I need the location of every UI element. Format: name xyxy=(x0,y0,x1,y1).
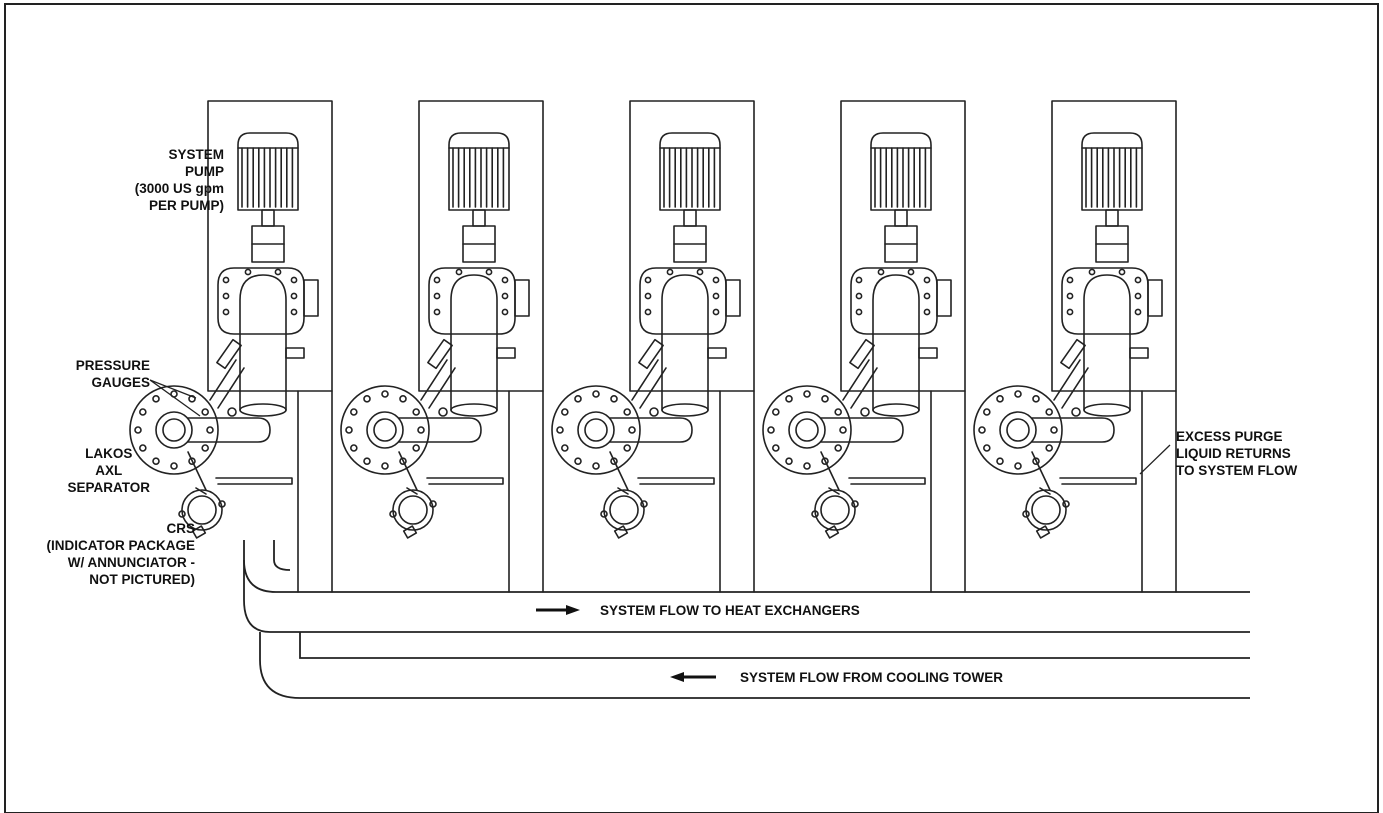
pressure-gauge xyxy=(1060,338,1086,370)
label-crs: CRS (INDICATOR PACKAGE W/ ANNUNCIATOR - … xyxy=(46,521,196,587)
separator xyxy=(551,385,641,475)
label-lakos-separator: LAKOS AXL SEPARATOR xyxy=(67,446,150,495)
motor xyxy=(870,132,932,211)
inlet-pipe xyxy=(609,417,693,443)
purge-line xyxy=(848,477,926,485)
label-system-pump: SYSTEM PUMP (3000 US gpm PER PUMP) xyxy=(134,147,224,213)
motor xyxy=(448,132,510,211)
pressure-gauge xyxy=(849,338,875,370)
inlet-pipe xyxy=(187,417,271,443)
discharge-pipe xyxy=(450,274,498,411)
inlet-pipe xyxy=(820,417,904,443)
separator xyxy=(129,385,219,475)
return-header xyxy=(243,560,1250,699)
separator xyxy=(973,385,1063,475)
leader-lines xyxy=(149,379,1171,475)
gauge-valve xyxy=(438,407,448,417)
crs-unit xyxy=(1022,487,1070,539)
gauge-valve xyxy=(227,407,237,417)
pump-panel xyxy=(207,100,333,392)
gauge-valve xyxy=(860,407,870,417)
arrow-right-icon xyxy=(536,605,580,615)
crs-unit xyxy=(600,487,648,539)
motor xyxy=(1081,132,1143,211)
arrow-left-icon xyxy=(670,672,716,682)
pump-casing xyxy=(217,267,319,335)
label-excess-purge: EXCESS PURGE LIQUID RETURNS TO SYSTEM FL… xyxy=(1176,429,1298,478)
pump-unit xyxy=(551,100,755,593)
pump-unit xyxy=(340,100,544,593)
purge-line xyxy=(1059,477,1137,485)
separator xyxy=(340,385,430,475)
inlet-pipe xyxy=(398,417,482,443)
pump-casing xyxy=(850,267,952,335)
pump-casing xyxy=(1061,267,1163,335)
label-pressure-gauges: PRESSURE GAUGES xyxy=(75,358,150,390)
pump-unit xyxy=(129,100,333,593)
pump-unit xyxy=(762,100,966,593)
pump-unit xyxy=(973,100,1177,593)
pump-casing xyxy=(428,267,530,335)
label-flow-from-tower: SYSTEM FLOW FROM COOLING TOWER xyxy=(740,670,1003,685)
pressure-gauge xyxy=(638,338,664,370)
crs-unit xyxy=(389,487,437,539)
pump-panel xyxy=(418,100,544,392)
purge-line xyxy=(637,477,715,485)
gauge-valve xyxy=(649,407,659,417)
label-flow-to-exchangers: SYSTEM FLOW TO HEAT EXCHANGERS xyxy=(600,603,860,618)
outer-border xyxy=(4,3,1379,813)
motor xyxy=(237,132,299,211)
pump-panel xyxy=(1051,100,1177,392)
discharge-pipe xyxy=(239,274,287,411)
supply-header xyxy=(243,540,1250,593)
pump-panel xyxy=(840,100,966,392)
separator xyxy=(762,385,852,475)
crs-unit xyxy=(811,487,859,539)
discharge-pipe xyxy=(872,274,920,411)
inlet-pipe xyxy=(1031,417,1115,443)
motor xyxy=(659,132,721,211)
purge-line xyxy=(215,477,293,485)
gauge-valve xyxy=(1071,407,1081,417)
pressure-gauge xyxy=(427,338,453,370)
pump-casing xyxy=(639,267,741,335)
crs-unit xyxy=(178,487,226,539)
discharge-pipe xyxy=(1083,274,1131,411)
pump-panel xyxy=(629,100,755,392)
discharge-pipe xyxy=(661,274,709,411)
purge-line xyxy=(426,477,504,485)
pressure-gauge xyxy=(216,338,242,370)
